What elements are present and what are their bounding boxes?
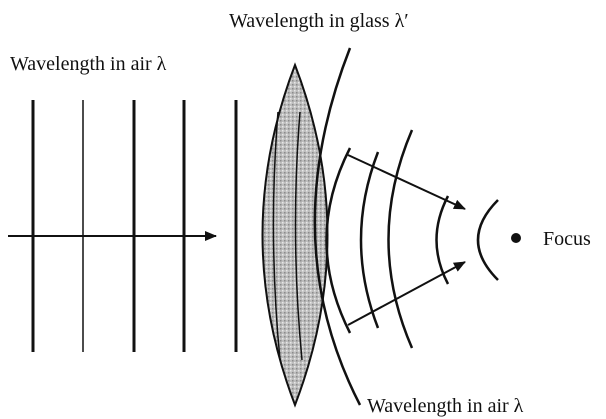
focus-label: Focus [543, 228, 591, 250]
plane-wavefronts [31, 100, 238, 352]
converging-wavefront-5 [476, 199, 499, 281]
glass-wavefront-2 [294, 111, 303, 361]
air-wavelength-right-label: Wavelength in air λ [367, 395, 524, 417]
glass-wavefront-1 [272, 111, 281, 361]
converging-wavefront-4 [435, 195, 450, 285]
exit-wavefront-long [313, 47, 362, 406]
converging-ray-upper [347, 154, 466, 210]
converging-wavefront-1 [325, 147, 352, 334]
glass-wavefronts [272, 111, 303, 361]
focus-point [511, 233, 521, 243]
converging-wavefronts [325, 129, 499, 349]
converging-ray-lower [347, 261, 466, 326]
glass-wavelength-label: Wavelength in glass λ′ [229, 10, 409, 32]
converging-wavefront-3 [387, 129, 414, 349]
air-wavelength-left-label: Wavelength in air λ [10, 53, 167, 75]
converging-wavefront-2 [359, 151, 380, 329]
